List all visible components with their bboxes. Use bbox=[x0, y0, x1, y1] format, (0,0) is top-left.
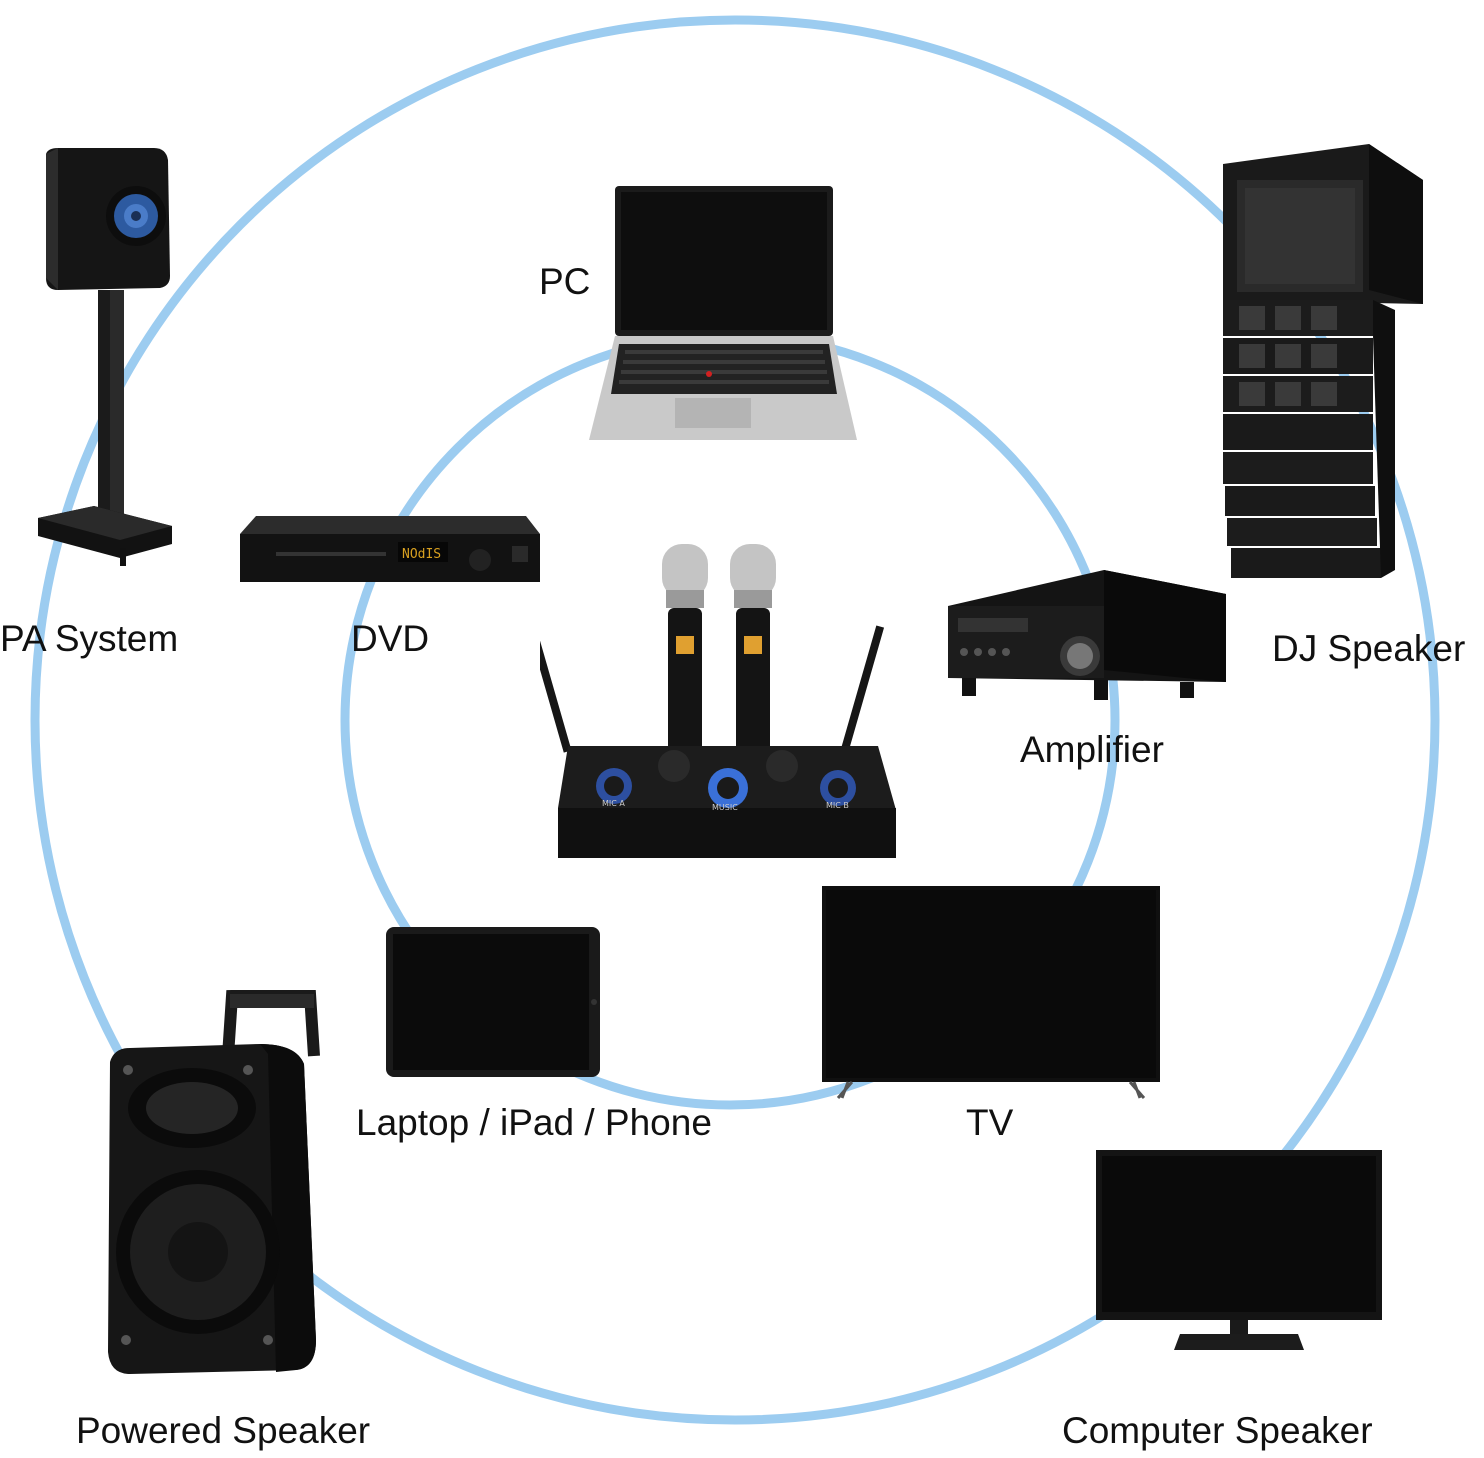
computer-speaker-label: Computer Speaker bbox=[1062, 1410, 1373, 1451]
powered-speaker-label: Powered Speaker bbox=[76, 1410, 371, 1451]
dj-speaker-icon bbox=[1223, 144, 1423, 578]
dj-speaker-label: DJ Speaker bbox=[1272, 628, 1466, 669]
mic-a-knob-label: MIC A bbox=[602, 799, 625, 808]
mixer-knobs bbox=[596, 750, 856, 808]
outer-ring bbox=[30, 15, 1440, 1425]
line-array-cabinets bbox=[1223, 300, 1395, 578]
tablet-icon bbox=[386, 927, 600, 1077]
dvd-display-text: NOdIS bbox=[402, 547, 441, 562]
mixer-icon: MIC A MUSIC MIC B bbox=[540, 544, 896, 858]
amplifier-icon bbox=[948, 570, 1226, 700]
tv-icon bbox=[822, 886, 1160, 1099]
microphone-icon bbox=[662, 544, 708, 758]
mic-b-knob-label: MIC B bbox=[826, 801, 849, 810]
keyboard-keys bbox=[619, 350, 829, 384]
monitor-icon bbox=[1096, 1150, 1382, 1350]
amplifier-label: Amplifier bbox=[1020, 729, 1164, 770]
pc-label: PC bbox=[539, 261, 591, 302]
dvd-player-icon: NOdIS bbox=[240, 516, 540, 582]
laptop-icon bbox=[589, 186, 857, 440]
powered-speaker-icon bbox=[108, 990, 320, 1374]
tv-label: TV bbox=[966, 1102, 1014, 1143]
pa-system-label: PA System bbox=[0, 618, 179, 659]
microphone-icon bbox=[730, 544, 776, 758]
music-knob-label: MUSIC bbox=[712, 803, 738, 812]
pa-speaker-icon bbox=[38, 148, 172, 566]
tablet-label: Laptop / iPad / Phone bbox=[356, 1102, 712, 1143]
dvd-label: DVD bbox=[351, 618, 430, 659]
